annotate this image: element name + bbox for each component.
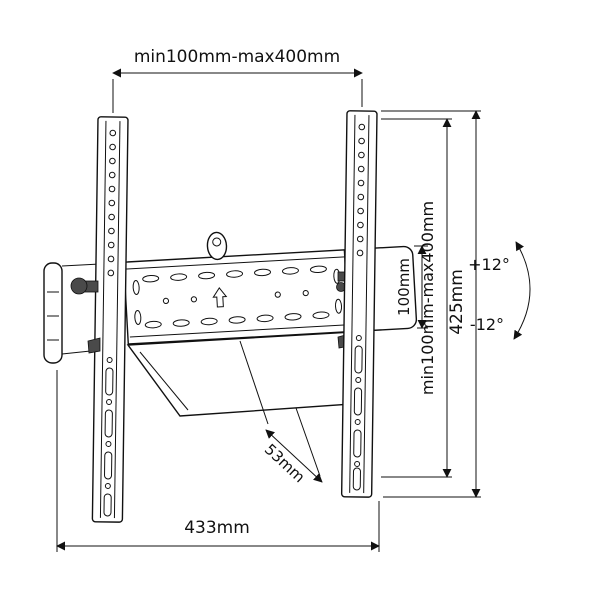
dim-top-span-label: min100mm-max400mm <box>134 47 340 67</box>
dim-overall-width-label: 433mm <box>184 518 250 538</box>
dim-plate-height-label: 100mm <box>395 258 413 316</box>
dim-plate-height: 100mm <box>395 245 428 329</box>
tilt-down-label: -12° <box>470 315 504 334</box>
dim-vertical-span-label: min100mm-max400mm <box>418 201 437 395</box>
left-bracket-holes <box>107 129 117 277</box>
tilt-arc-arrow <box>513 241 531 340</box>
wall-plate-bottom-face <box>126 331 353 417</box>
hook-left <box>87 337 101 354</box>
plate-slot-row-bottom <box>144 311 330 329</box>
right-bracket <box>340 110 378 498</box>
tension-knob-left <box>70 277 99 295</box>
dim-overall-height: 425mm <box>381 110 481 498</box>
dim-top-span: min100mm-max400mm <box>112 47 363 113</box>
left-end-cap <box>43 262 101 364</box>
right-bracket-slots <box>352 334 363 491</box>
locking-tab <box>206 231 228 261</box>
dim-overall-width: 433mm <box>56 370 380 552</box>
right-bracket-holes <box>356 123 366 257</box>
left-bracket-slots <box>103 356 114 517</box>
dim-vertical-span: min100mm-max400mm <box>381 118 452 478</box>
tilt-up-label: +12° <box>468 255 510 274</box>
tilt-annotation: +12° -12° <box>468 241 531 340</box>
plate-slot-row-top <box>142 265 327 283</box>
left-bracket <box>91 116 129 523</box>
dim-overall-height-label: 425mm <box>447 269 467 335</box>
up-arrow-icon <box>212 287 228 308</box>
